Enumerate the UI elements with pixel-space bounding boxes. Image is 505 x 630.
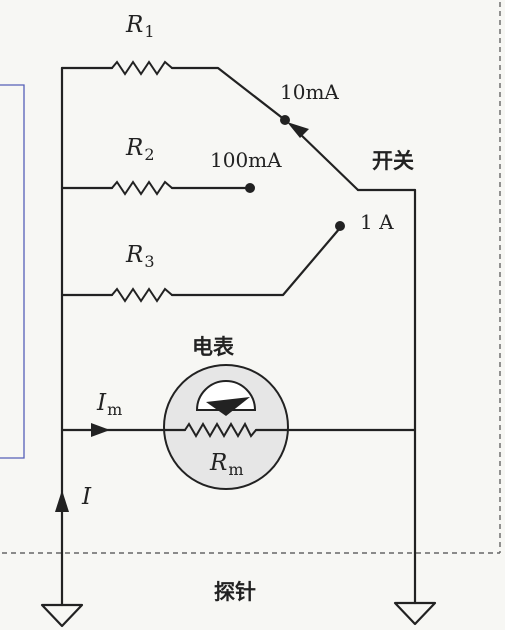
right-ground-icon bbox=[393, 601, 437, 626]
meter-circle bbox=[163, 364, 289, 490]
im-label: Im bbox=[97, 390, 123, 419]
r2-resistor bbox=[111, 180, 173, 196]
r3-branch-wire bbox=[60, 226, 342, 297]
i-label: I bbox=[82, 484, 92, 510]
r2-contact-dot bbox=[245, 183, 255, 193]
range-1a-label: 1 A bbox=[360, 210, 394, 234]
left-ground-icon bbox=[40, 603, 84, 628]
r1-branch-wire bbox=[60, 66, 287, 122]
r3-label: R3 bbox=[126, 242, 155, 271]
i-arrow-icon bbox=[55, 490, 69, 512]
r2-label: R2 bbox=[126, 135, 155, 164]
switch-label: 开关 bbox=[372, 149, 414, 173]
r1-label: R1 bbox=[126, 12, 155, 41]
r1-resistor bbox=[111, 60, 173, 76]
r3-contact-dot bbox=[335, 221, 345, 231]
switch-arrow-head bbox=[287, 122, 309, 138]
left-overlay-box bbox=[0, 84, 25, 459]
meter-label: 电表 bbox=[192, 335, 234, 359]
rm-resistor bbox=[184, 421, 257, 438]
rm-label: Rm bbox=[210, 450, 244, 479]
range-100ma-label: 100mA bbox=[210, 148, 282, 172]
r3-resistor bbox=[111, 287, 173, 303]
im-arrow-icon bbox=[91, 423, 110, 437]
range-10ma-label: 10mA bbox=[280, 80, 339, 104]
switch-blade bbox=[296, 130, 360, 192]
meter-needle-icon bbox=[206, 397, 250, 416]
probes-label: 探针 bbox=[214, 580, 256, 604]
